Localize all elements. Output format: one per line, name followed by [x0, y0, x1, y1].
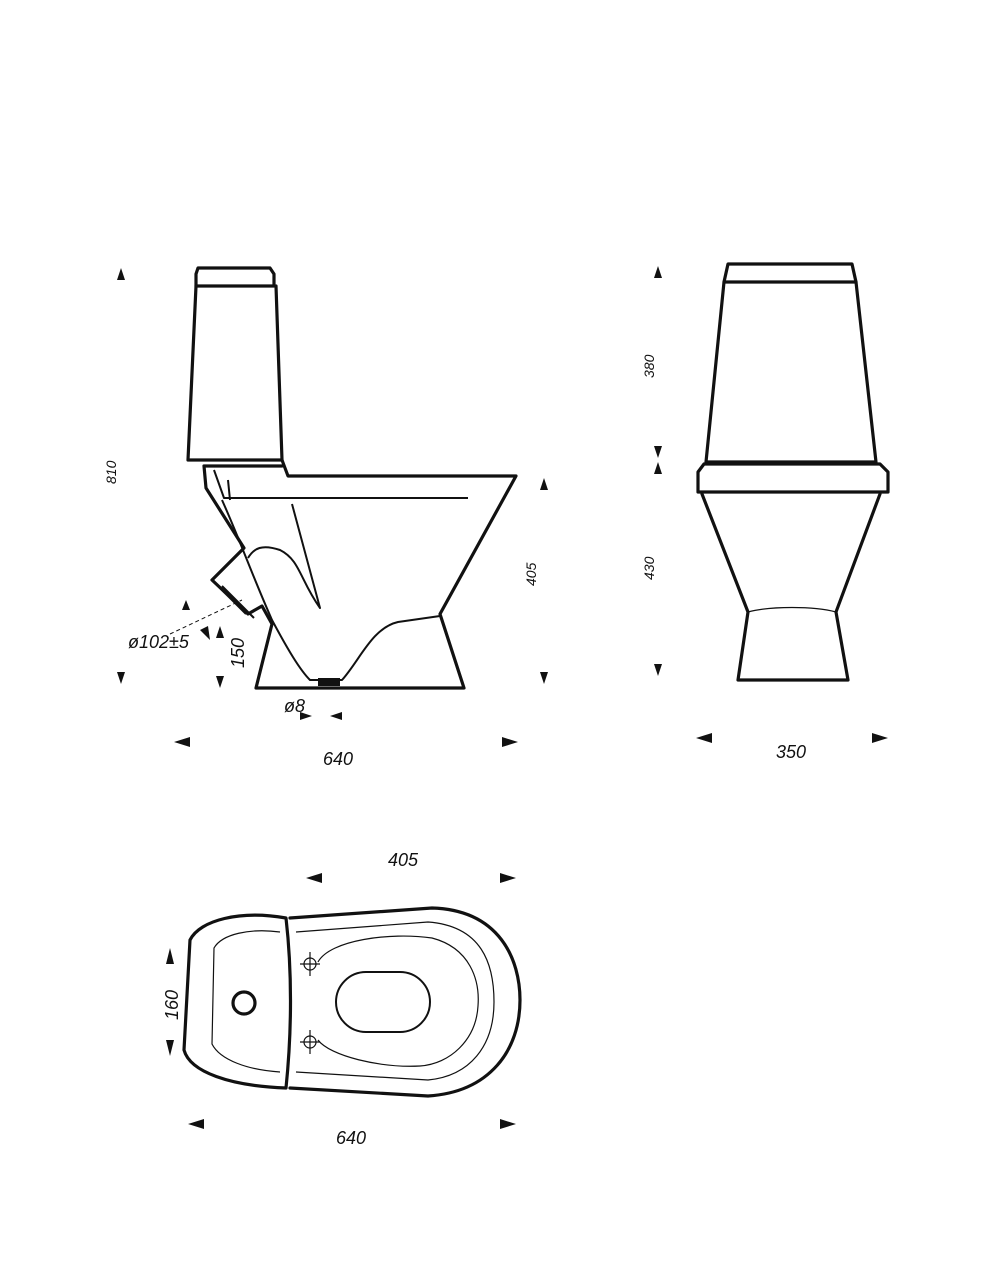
top-bowl-outline — [288, 906, 522, 1098]
top-bowl-inner — [317, 935, 479, 1067]
side-outlet — [211, 579, 255, 619]
top-cistern-outline — [182, 913, 293, 1090]
outlet-centerline — [169, 599, 243, 635]
side-view — [169, 266, 518, 690]
front-seat-ring — [696, 462, 890, 494]
dim-640-top-label: 640 — [336, 1128, 366, 1148]
front-view-dimensions: 380 430 350 — [641, 266, 888, 762]
dim-380-arrow-bottom — [654, 446, 662, 458]
dim-810-label: 810 — [103, 460, 119, 484]
dim-405-side-label: 405 — [523, 562, 539, 586]
dim-102-arrow-b — [200, 626, 210, 640]
dim-350-arrow-left — [696, 733, 712, 743]
top-view — [182, 906, 522, 1098]
fixing-hole-crosshairs — [300, 952, 320, 1054]
dim-8-arrow-left — [300, 712, 312, 720]
dim-640-top-arrow-right — [500, 1119, 516, 1129]
dim-160-arrow-top — [166, 948, 174, 964]
top-bowl-opening — [335, 971, 431, 1033]
top-view-dimensions: 405 160 640 — [162, 850, 516, 1148]
dim-810-arrow-top — [117, 268, 125, 280]
dim-405-arrow-bottom — [540, 672, 548, 684]
side-fixing-hole — [318, 678, 340, 686]
dim-150-arrow-bottom — [216, 676, 224, 688]
dim-430-label: 430 — [641, 556, 657, 580]
dim-405-arrow-top — [540, 478, 548, 490]
front-view — [696, 262, 890, 682]
dim-640-side-arrow-left — [174, 737, 190, 747]
dim-160-arrow-bottom — [166, 1040, 174, 1056]
dim-8-arrow-right — [330, 712, 342, 720]
top-bowl-rim — [295, 921, 495, 1081]
dim-640-side-arrow-right — [502, 737, 518, 747]
dim-405-top-arrow-right — [500, 873, 516, 883]
flush-button — [231, 990, 257, 1016]
side-cistern-body — [186, 284, 284, 462]
front-bowl-waist — [747, 606, 837, 613]
dim-640-side-label: 640 — [323, 749, 353, 769]
dim-640-top-arrow-left — [188, 1119, 204, 1129]
front-bowl-outline — [700, 492, 882, 682]
top-cistern-inner — [211, 930, 281, 1073]
dim-430-arrow-bottom — [654, 664, 662, 676]
dim-380-arrow-top — [654, 266, 662, 278]
side-view-dimensions: 810 405 150 ø102±5 ø8 640 — [103, 268, 548, 769]
dim-102-label: ø102±5 — [128, 632, 190, 652]
dim-102-arrow-a — [182, 600, 190, 610]
dim-810-arrow-bottom — [117, 672, 125, 684]
dim-350-label: 350 — [776, 742, 806, 762]
dim-150-arrow-top — [216, 626, 224, 638]
dim-405-top-label: 405 — [388, 850, 419, 870]
side-trap — [247, 503, 321, 609]
side-rim — [213, 469, 468, 501]
front-cistern-body — [704, 280, 878, 464]
side-bowl-outline — [202, 458, 518, 690]
dim-160-label: 160 — [162, 990, 182, 1020]
dim-150-label: 150 — [228, 638, 248, 668]
side-bowl-inner — [221, 499, 441, 681]
dim-350-arrow-right — [872, 733, 888, 743]
front-cistern-lid — [722, 262, 858, 284]
dim-430-arrow-top — [654, 462, 662, 474]
dim-405-top-arrow-left — [306, 873, 322, 883]
dim-8-label: ø8 — [284, 696, 305, 716]
dim-380-label: 380 — [641, 354, 657, 378]
side-cistern-lid — [194, 266, 276, 288]
